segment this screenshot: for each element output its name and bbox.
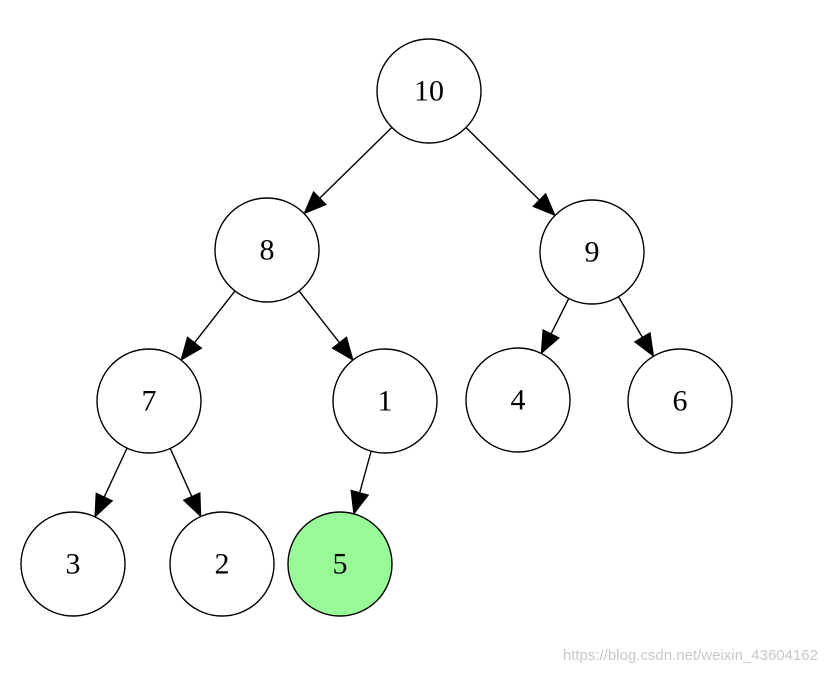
node-label: 5 xyxy=(333,548,348,581)
node-label: 1 xyxy=(378,385,393,418)
edge-line xyxy=(550,298,570,335)
arrowhead-icon xyxy=(182,492,202,518)
edge-7-to-3 xyxy=(94,447,128,519)
node-circle xyxy=(96,348,202,454)
tree-node-5: 5 xyxy=(287,511,393,617)
nodes: 10 8 9 7 1 4 6 3 2 5 xyxy=(20,38,733,617)
node-label: 2 xyxy=(215,548,230,581)
tree-node-3: 3 xyxy=(20,511,126,617)
node-label: 10 xyxy=(414,75,444,108)
node-label: 4 xyxy=(511,384,526,417)
highlighted-node-circle xyxy=(287,511,393,617)
node-label: 8 xyxy=(260,234,275,267)
node-circle xyxy=(539,199,645,305)
tree-node-4: 4 xyxy=(465,347,571,453)
edge-9-to-6 xyxy=(617,296,655,358)
edge-line xyxy=(169,448,193,497)
edge-line xyxy=(319,126,393,199)
arrowhead-icon xyxy=(331,336,354,362)
tree-node-2: 2 xyxy=(169,511,275,617)
node-circle xyxy=(376,38,482,144)
watermark-text: https://blog.csdn.net/weixin_43604162 xyxy=(562,647,818,664)
edge-9-to-4 xyxy=(540,298,570,355)
node-circle xyxy=(169,511,275,617)
tree-node-10: 10 xyxy=(376,38,482,144)
node-circle xyxy=(214,197,320,303)
edge-10-to-8 xyxy=(303,126,393,215)
arrowhead-icon xyxy=(94,492,114,519)
edge-8-to-1 xyxy=(298,290,354,362)
edge-line xyxy=(465,127,540,201)
edge-10-to-9 xyxy=(465,127,556,217)
node-label: 7 xyxy=(142,385,157,418)
edge-line xyxy=(359,450,372,493)
node-label: 3 xyxy=(66,548,81,581)
arrowhead-icon xyxy=(540,329,561,355)
node-label: 9 xyxy=(585,236,600,269)
edge-7-to-2 xyxy=(169,448,202,518)
edge-line xyxy=(617,296,643,338)
node-circle xyxy=(465,347,571,453)
node-label: 6 xyxy=(673,385,688,418)
edge-line xyxy=(298,290,340,344)
arrowhead-icon xyxy=(532,192,556,217)
node-circle xyxy=(627,348,733,454)
edge-8-to-7 xyxy=(180,290,236,362)
tree-node-7: 7 xyxy=(96,348,202,454)
edge-1-to-5 xyxy=(350,450,372,516)
node-circle xyxy=(20,511,126,617)
edge-line xyxy=(194,290,236,344)
edges xyxy=(94,126,655,519)
tree-node-6: 6 xyxy=(627,348,733,454)
arrowhead-icon xyxy=(350,489,370,516)
tree-node-9: 9 xyxy=(539,199,645,305)
arrowhead-icon xyxy=(633,331,655,358)
tree-node-8: 8 xyxy=(214,197,320,303)
arrowhead-icon xyxy=(303,190,327,215)
arrowhead-icon xyxy=(180,336,203,362)
tree-node-1: 1 xyxy=(332,348,438,454)
node-circle xyxy=(332,348,438,454)
edge-line xyxy=(103,447,128,498)
